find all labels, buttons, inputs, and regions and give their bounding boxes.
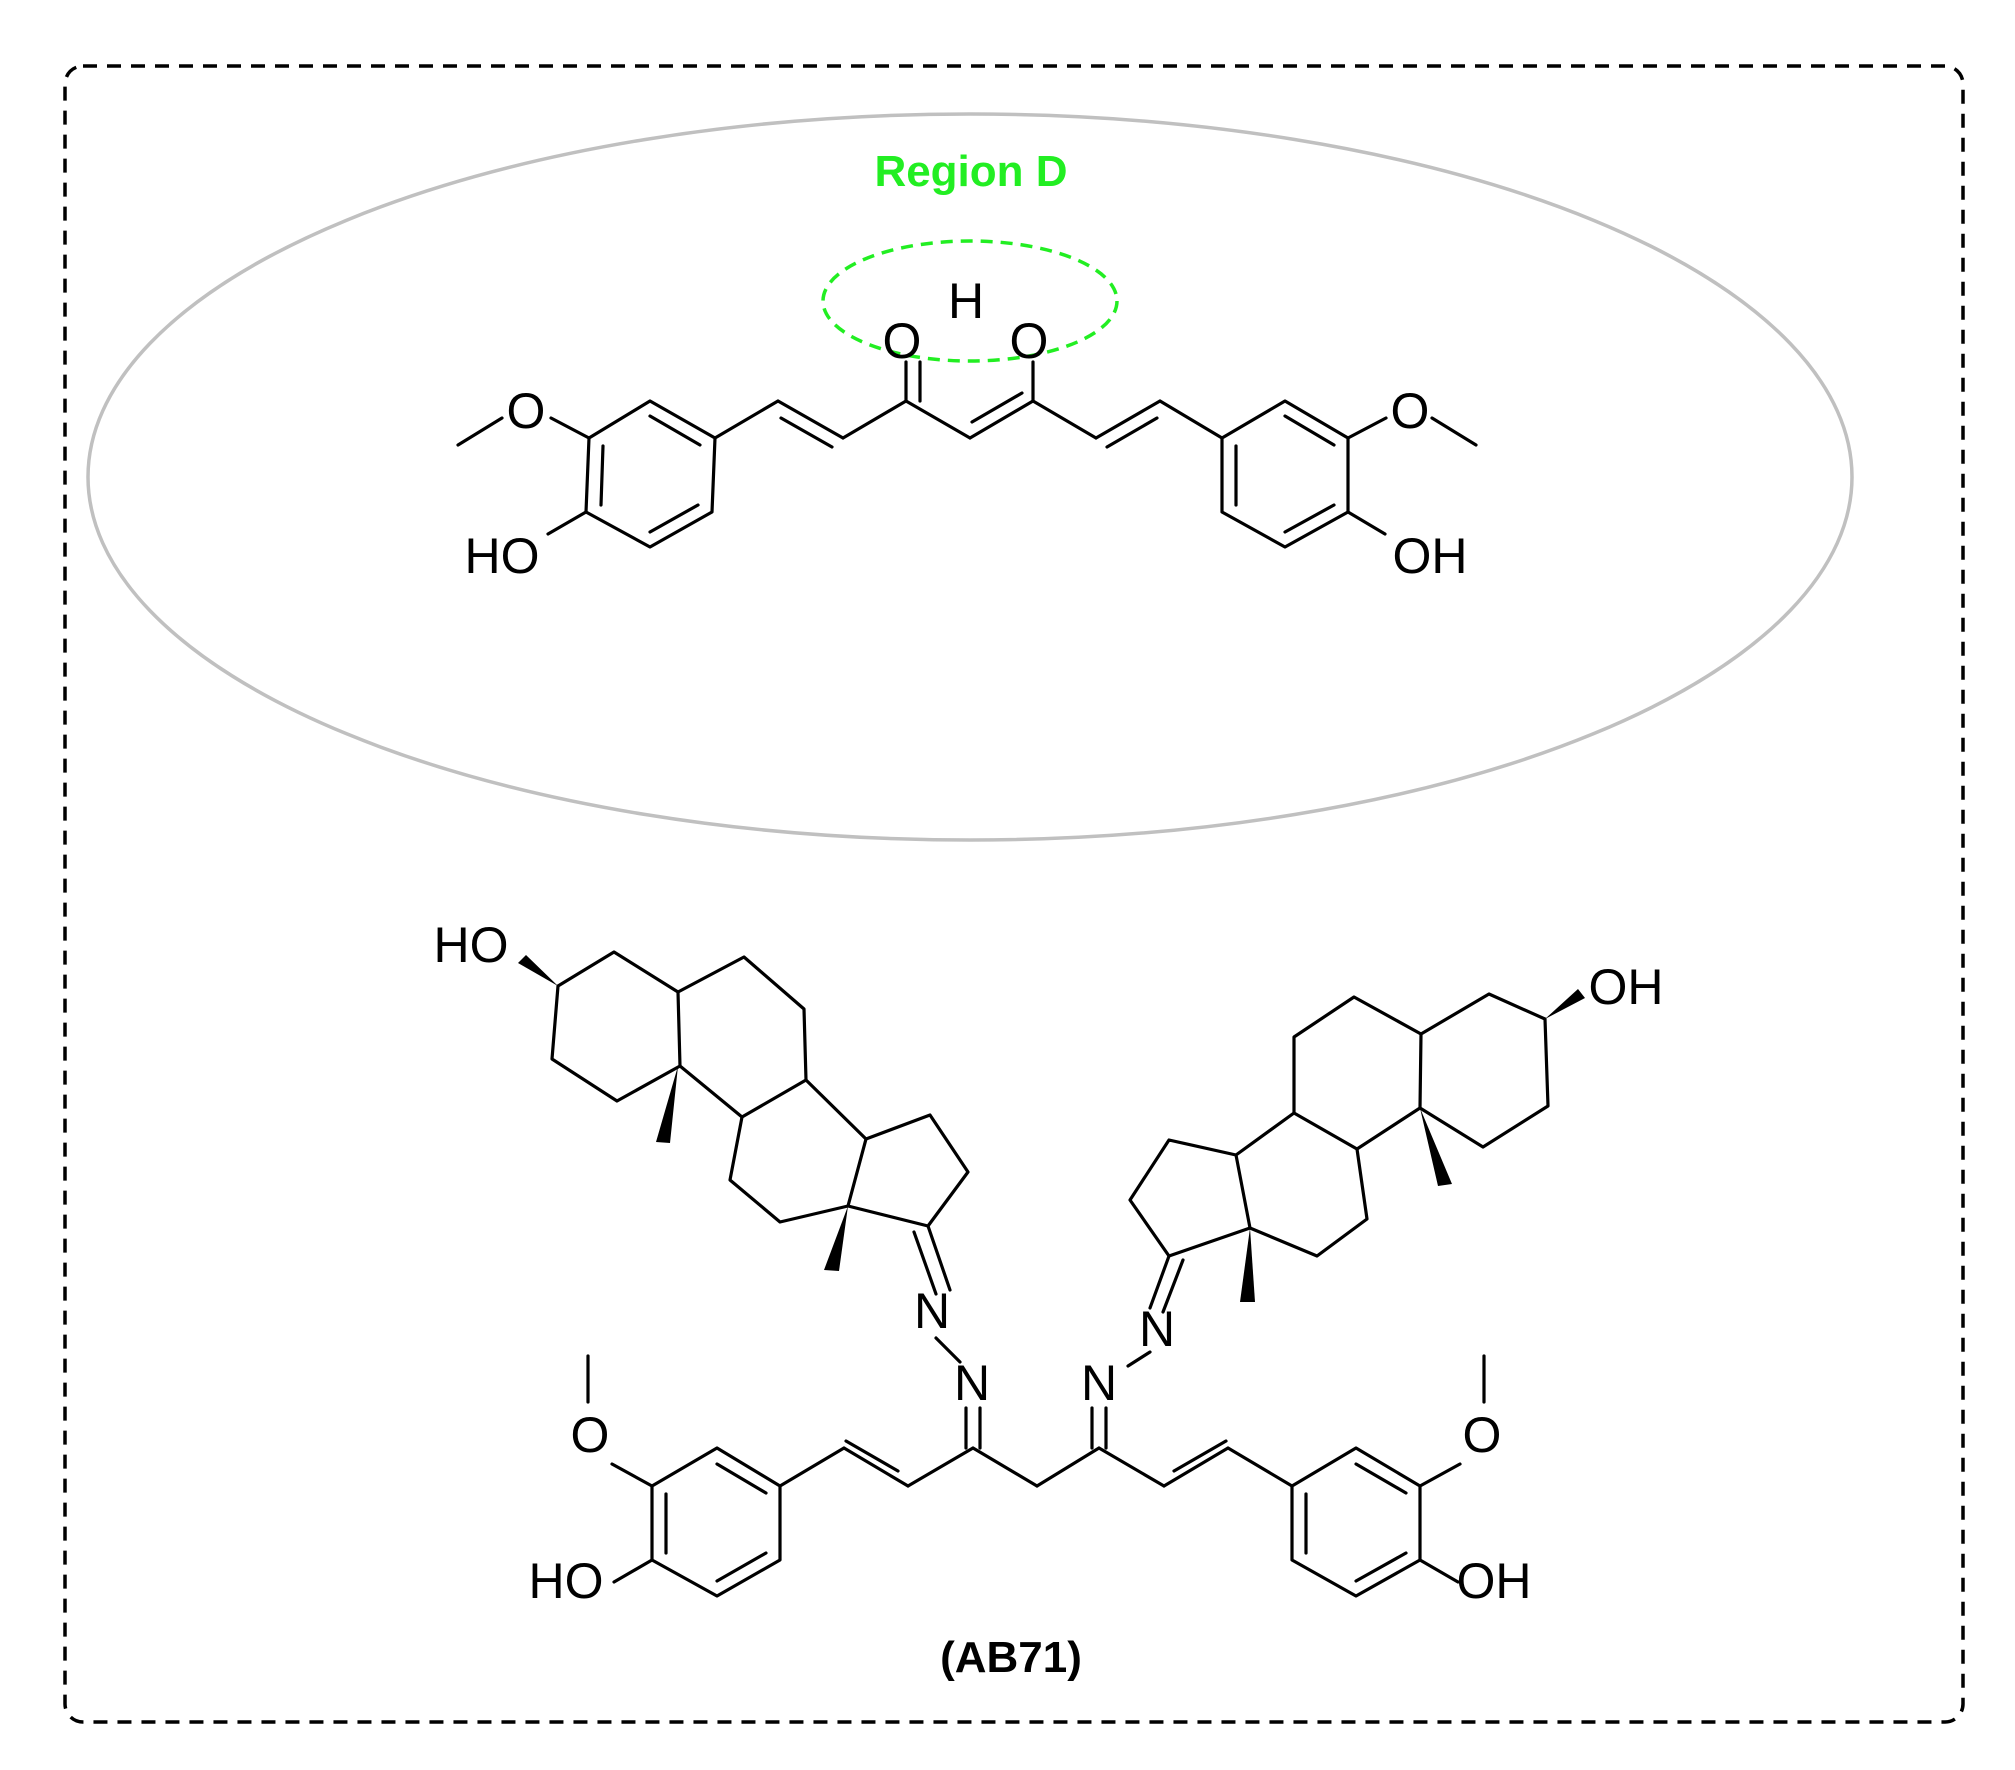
curcumin-right-ring-double-3 bbox=[1283, 503, 1336, 534]
ab71-right-linker-2-double bbox=[1172, 1439, 1228, 1473]
ab71-right-ring bbox=[1290, 1446, 1422, 1598]
curcumin-center-2-double bbox=[970, 391, 1024, 424]
central-chain-1 bbox=[971, 1446, 1039, 1488]
right-steroid-oh-wedge bbox=[1545, 989, 1585, 1019]
curcumin-left-methoxy-o: O bbox=[507, 383, 546, 439]
ab71-left-hydroxyl: HO bbox=[529, 1553, 604, 1609]
ab71-left-ring-double-2 bbox=[715, 1551, 768, 1583]
curcumin-right-linker-2 bbox=[1094, 399, 1162, 440]
curcumin-right-ring bbox=[1220, 399, 1350, 549]
curcumin-right-linker-3 bbox=[1158, 399, 1224, 440]
left-steroid-hydroxyl: HO bbox=[434, 917, 509, 973]
curcumin-left-linker-2 bbox=[776, 399, 845, 440]
ab71-left-linker-2-double bbox=[844, 1439, 900, 1473]
curcumin-left-hydroxyl-bond bbox=[546, 510, 588, 536]
curcumin-left-linker-1 bbox=[713, 399, 780, 440]
dashed-frame bbox=[63, 64, 1965, 1724]
ab71-right-hydroxyl-bond bbox=[1418, 1558, 1460, 1584]
ab71-right-hydroxyl: OH bbox=[1457, 1553, 1532, 1609]
curcumin-left-ring-double-1 bbox=[648, 414, 702, 447]
ab71-left-linker-1 bbox=[906, 1446, 975, 1488]
central-chain-2 bbox=[1035, 1446, 1101, 1488]
curcumin-left-methoxy-bond bbox=[549, 416, 591, 440]
region-ellipse bbox=[86, 112, 1854, 842]
curcumin-left-ring-double-2 bbox=[648, 503, 700, 534]
left-steroid-ring-d bbox=[846, 1113, 970, 1228]
curcumin-left-linker-3 bbox=[841, 399, 908, 440]
right-steroid-methyl-wedge-1 bbox=[1420, 1108, 1452, 1186]
right-steroid-ring-c bbox=[1234, 1111, 1369, 1258]
curcumin-right-methoxy-bond bbox=[1346, 416, 1388, 440]
left-hydrazone-nn bbox=[934, 1336, 962, 1364]
left-steroid-oh-wedge bbox=[518, 955, 558, 986]
ab71-right-methoxy-o: O bbox=[1463, 1407, 1502, 1463]
curcumin-left-linker-2-double bbox=[779, 416, 834, 449]
curcumin-molecule: O HO O H O O OH bbox=[456, 273, 1478, 584]
right-steroid-ring-a bbox=[1418, 992, 1550, 1149]
curcumin-right-hydroxyl: OH bbox=[1393, 528, 1468, 584]
right-hydrazone-nn bbox=[1126, 1350, 1152, 1368]
curcumin-left-ring-double-3 bbox=[599, 444, 605, 507]
right-steroid-methyl-wedge-2 bbox=[1240, 1228, 1255, 1302]
right-steroid-ring-b bbox=[1292, 995, 1423, 1151]
right-hydrazone-n2: N bbox=[1081, 1355, 1117, 1411]
left-hydrazone-cn-1 bbox=[926, 1224, 952, 1292]
ab71-right-linker-1 bbox=[1097, 1446, 1166, 1488]
right-steroid-ring-d bbox=[1128, 1138, 1252, 1258]
ab71-left-methoxy-bond bbox=[610, 1462, 654, 1488]
ab71-left-ring bbox=[650, 1446, 782, 1598]
ab71-left-methoxy-o: O bbox=[571, 1407, 610, 1463]
curcumin-center-1 bbox=[904, 399, 972, 440]
curcumin-right-linker-2-double bbox=[1105, 416, 1159, 449]
ab71-right-linker-3 bbox=[1226, 1446, 1294, 1488]
right-hydrazone-cn-2 bbox=[1161, 1258, 1185, 1314]
curcumin-keto-o: O bbox=[883, 313, 922, 369]
left-steroid-methyl-wedge-1 bbox=[656, 1066, 678, 1143]
curcumin-left-ring bbox=[584, 399, 717, 549]
left-hydrazone-n1: N bbox=[914, 1283, 950, 1339]
ab71-left-linker-3 bbox=[778, 1446, 846, 1488]
curcumin-right-linker-1 bbox=[1031, 399, 1098, 440]
curcumin-center-2 bbox=[968, 399, 1035, 440]
ab71-right-ring-double-2 bbox=[1354, 1462, 1408, 1495]
ab71-left-ring-double-1 bbox=[715, 1462, 768, 1495]
region-label: Region D bbox=[874, 147, 1067, 196]
left-steroid-ring-c bbox=[728, 1078, 868, 1224]
curcumin-right-hydroxyl-bond bbox=[1346, 510, 1387, 536]
left-steroid-ring-b bbox=[676, 955, 808, 1119]
ab71-right-methoxy-bond bbox=[1418, 1462, 1462, 1488]
ab71-right-linker-2 bbox=[1162, 1446, 1230, 1488]
right-hydrazone-n1: N bbox=[1139, 1301, 1175, 1357]
ab71-left-hydroxyl-bond bbox=[612, 1558, 654, 1584]
left-hydrazone-cn-2 bbox=[912, 1230, 938, 1296]
curcumin-right-ring-double-2 bbox=[1283, 414, 1336, 447]
compound-label: (AB71) bbox=[940, 1633, 1082, 1682]
ab71-right-ring-double-3 bbox=[1354, 1551, 1408, 1583]
curcumin-enol-o: O bbox=[1010, 313, 1049, 369]
hbond-highlight-ellipse bbox=[821, 239, 1119, 363]
left-steroid-ring-a bbox=[550, 950, 682, 1103]
curcumin-left-methyl-bond bbox=[456, 416, 504, 447]
curcumin-right-methyl-bond bbox=[1430, 416, 1478, 447]
curcumin-left-hydroxyl: HO bbox=[465, 528, 540, 584]
left-hydrazone-n2: N bbox=[954, 1355, 990, 1411]
curcumin-right-methoxy-o: O bbox=[1391, 383, 1430, 439]
ab71-molecule: HO OH N N N N O HO O OH (AB71) bbox=[434, 917, 1664, 1682]
ab71-left-linker-2 bbox=[842, 1446, 910, 1488]
right-steroid-hydroxyl: OH bbox=[1589, 959, 1664, 1015]
right-hydrazone-cn-1 bbox=[1148, 1254, 1171, 1310]
left-steroid-methyl-wedge-2 bbox=[824, 1206, 848, 1271]
curcumin-hbond-h: H bbox=[948, 273, 984, 329]
